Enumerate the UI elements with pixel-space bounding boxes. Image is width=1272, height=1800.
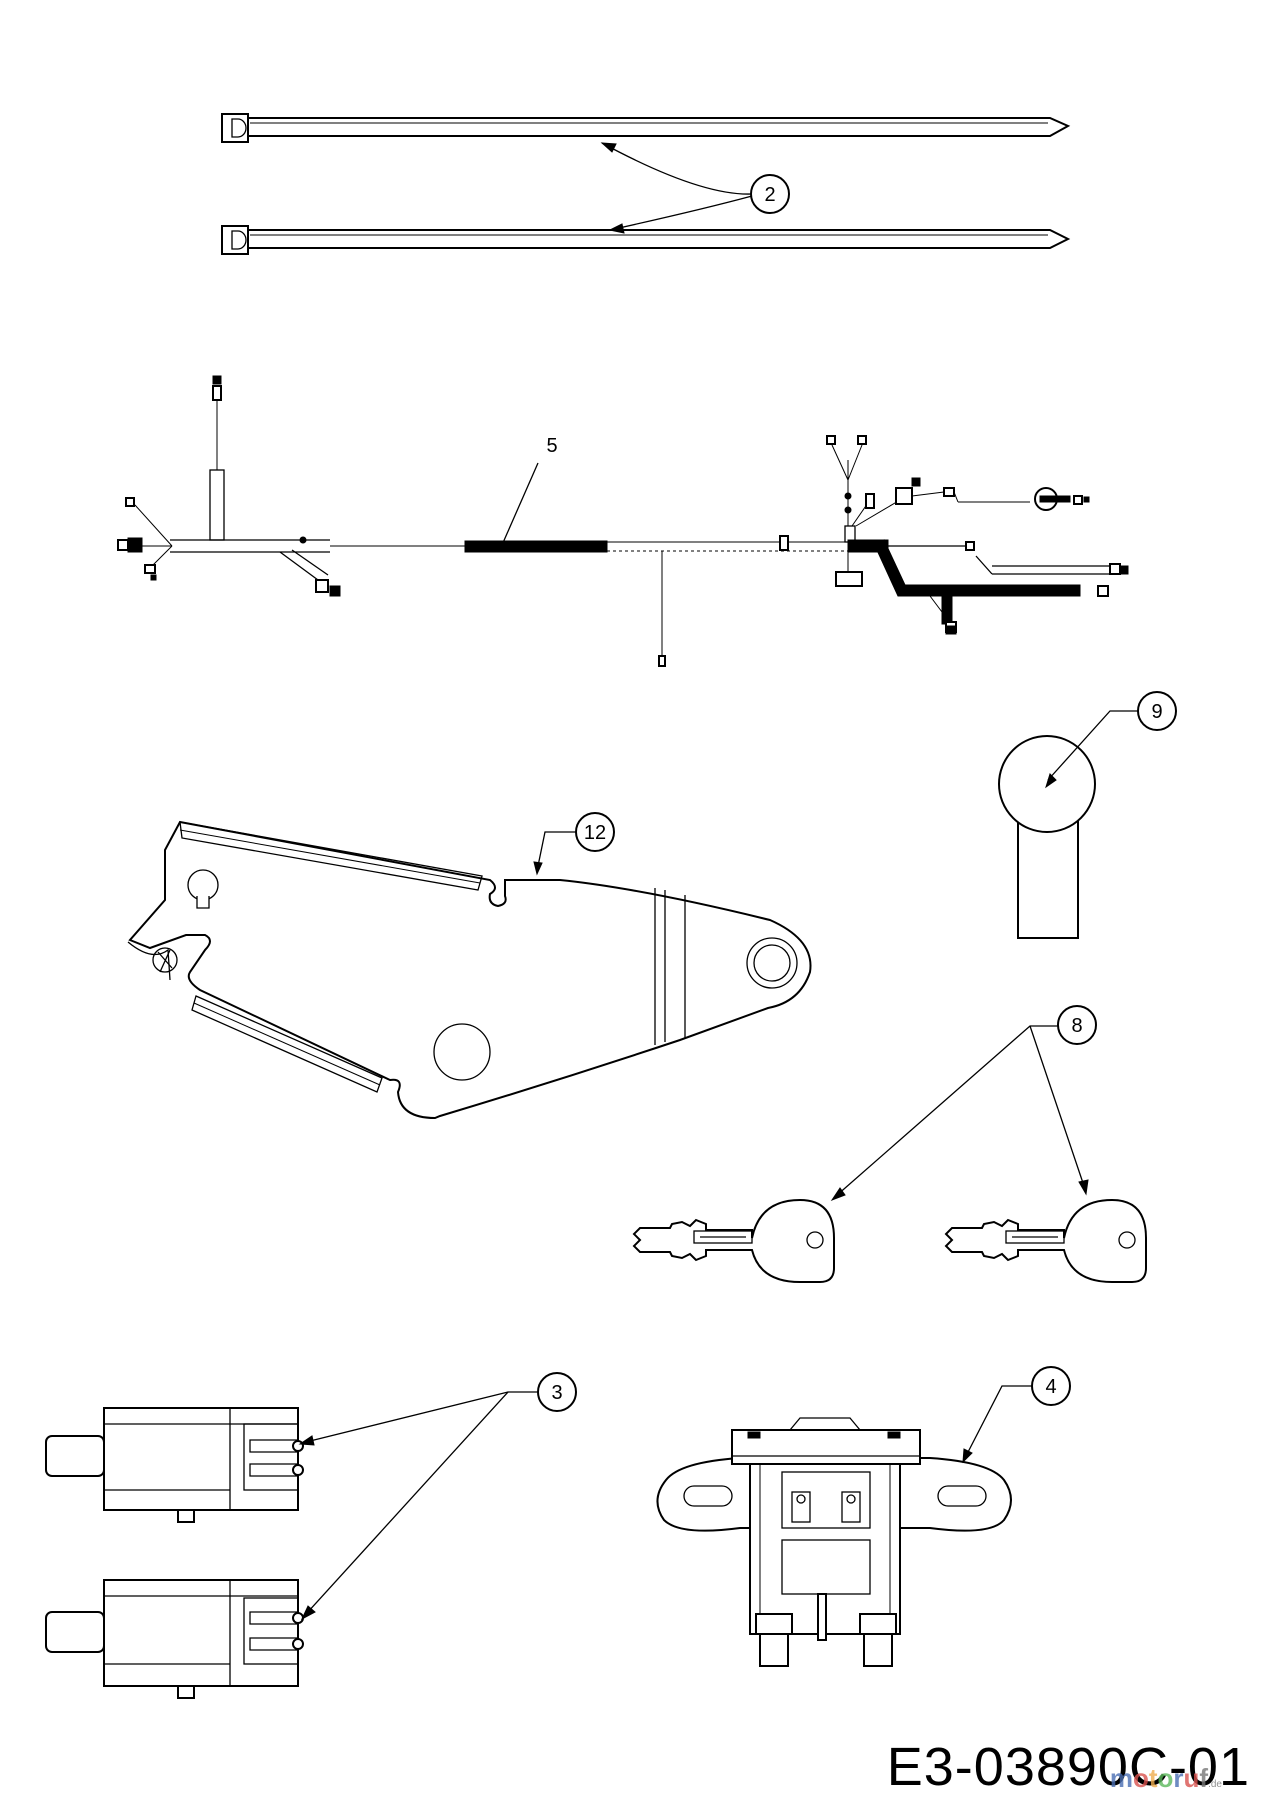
- starter-solenoid: [656, 1417, 1012, 1667]
- plunger-switch-bottom: [45, 1579, 304, 1699]
- leader-5: [501, 462, 539, 546]
- svg-text:9: 9: [1151, 701, 1162, 723]
- key-left: [632, 1198, 835, 1283]
- leader-2: [600, 142, 753, 234]
- svg-text:8: 8: [1071, 1015, 1082, 1037]
- callout-5: 5: [546, 435, 557, 457]
- key-knob: [998, 735, 1096, 939]
- svg-text:5: 5: [546, 435, 557, 457]
- bracket-plate: [127, 820, 812, 1120]
- svg-text:4: 4: [1045, 1376, 1056, 1398]
- callout-8: 8: [1057, 1005, 1097, 1045]
- callout-9: 9: [1137, 691, 1177, 731]
- svg-text:3: 3: [551, 1382, 562, 1404]
- callout-2: 2: [750, 174, 790, 214]
- plunger-switch-top: [45, 1407, 304, 1523]
- leader-3: [298, 1391, 538, 1621]
- watermark-logo: motoruf.de: [1109, 1763, 1222, 1793]
- leader-4: [962, 1385, 1032, 1464]
- callout-3: 3: [537, 1372, 577, 1412]
- leader-9: [1045, 710, 1141, 789]
- callout-4: 4: [1031, 1366, 1071, 1406]
- key-right: [944, 1198, 1147, 1283]
- drawing-number: E3-03890C-01: [886, 1737, 1250, 1797]
- svg-text:12: 12: [584, 822, 606, 844]
- cable-tie-top: [221, 113, 1071, 143]
- leader-12: [533, 831, 576, 876]
- svg-text:2: 2: [764, 184, 775, 206]
- wiring-harness: [117, 375, 1129, 667]
- cable-tie-bottom: [221, 225, 1071, 255]
- leader-8: [830, 1025, 1089, 1202]
- callout-12: 12: [575, 812, 615, 852]
